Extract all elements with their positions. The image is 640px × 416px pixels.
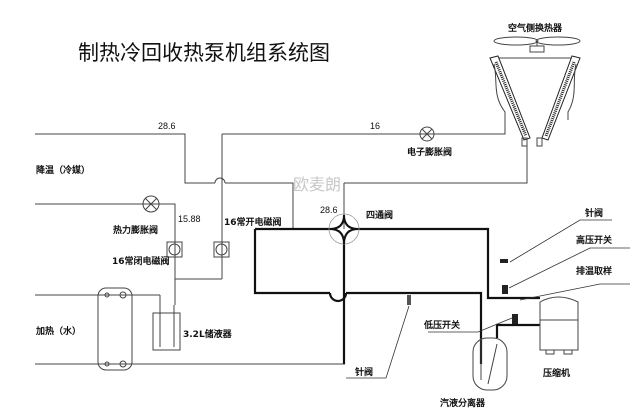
- pipe-size-top-mid: 16: [370, 121, 380, 131]
- txv-label: 热力膨胀阀: [113, 224, 158, 236]
- leader-hp-switch: [508, 247, 630, 289]
- four-way-valve: [328, 213, 360, 245]
- diagram-title: 制热冷回收热泵机组系统图: [78, 41, 330, 65]
- low-pressure-switch-icon: [512, 314, 518, 324]
- needle-valve-top-fitting: [500, 259, 508, 263]
- thick-pipes: [253, 227, 540, 364]
- needle-valve-top-label: 针阀: [585, 207, 603, 219]
- pipe-size-txv: 15.88: [178, 214, 201, 224]
- leader-needle-top: [509, 219, 612, 263]
- four-way-label: 四通阀: [366, 209, 393, 221]
- hp-switch-label: 高压开关: [576, 234, 612, 246]
- watermark: 欧麦朗: [293, 175, 341, 194]
- no-valve-label: 16常开电磁阀: [224, 216, 282, 228]
- leader-lp-switch: [428, 317, 513, 333]
- electronic-expansion-valve: [419, 126, 435, 142]
- thermal-expansion-valve: [142, 195, 160, 213]
- leader-discharge: [519, 283, 630, 301]
- normally-open-solenoid-valve: [213, 241, 230, 258]
- air-side-heat-exchanger: 空气侧换热器: [489, 22, 581, 147]
- leader-needle-bottom: [346, 305, 410, 379]
- pipe-size-four-way: 28.6: [320, 205, 338, 215]
- normally-closed-solenoid-valve: [166, 241, 183, 258]
- heating-label: 加热（水）: [35, 325, 81, 337]
- liquid-receiver: [152, 305, 181, 351]
- high-pressure-switch-icon: [502, 285, 508, 294]
- cooling-label: 降温（冷媒）: [36, 164, 90, 176]
- air-hx-label: 空气侧换热器: [508, 22, 563, 34]
- needle-valve-bottom-fitting: [407, 295, 411, 305]
- gas-liquid-separator: [472, 337, 508, 391]
- fan-icon: [493, 36, 581, 53]
- exv-label: 电子膨胀阀: [407, 146, 452, 158]
- discharge-sample-label: 排温取样: [576, 265, 612, 277]
- receiver-label: 3.2L储液器: [183, 328, 233, 340]
- separator-label: 汽液分离器: [440, 397, 486, 409]
- needle-valve-bottom-label: 针阀: [355, 366, 373, 378]
- pipe-size-top-left: 28.6: [158, 121, 176, 131]
- plate-heat-exchanger: [97, 287, 133, 371]
- compressor-label: 压缩机: [543, 367, 570, 379]
- compressor: [539, 296, 579, 355]
- lp-switch-label: 低压开关: [423, 319, 460, 331]
- nc-valve-label: 16常闭电磁阀: [112, 255, 170, 267]
